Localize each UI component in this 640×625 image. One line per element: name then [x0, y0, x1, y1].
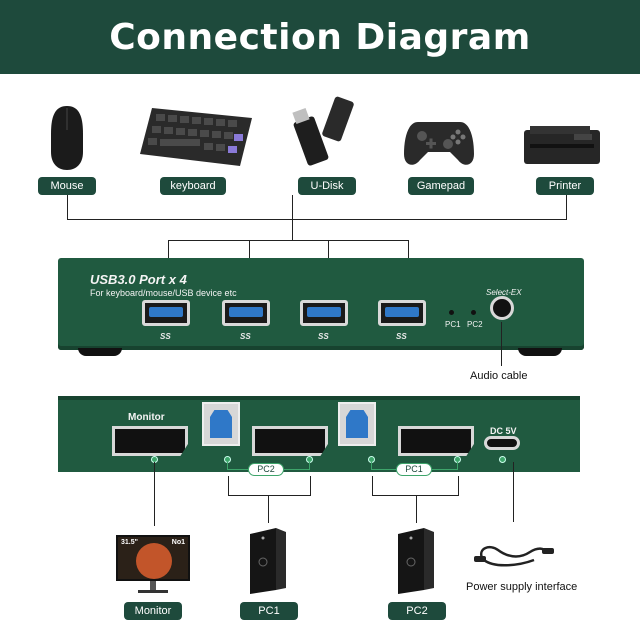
monitor-icon: 31.5" No1 [116, 535, 190, 595]
gamepad-icon [404, 122, 474, 165]
led-pc1 [449, 310, 454, 315]
usb-c-cable-icon [474, 546, 554, 567]
monitor-screen-size: 31.5" [121, 539, 138, 546]
wire [458, 476, 459, 496]
pc1-group-label: PC1 [396, 463, 432, 476]
superspeed-mark: SS [160, 332, 171, 341]
select-label: Select-EX [486, 288, 522, 297]
wire [268, 495, 269, 523]
bracket [309, 462, 310, 470]
pc2-group-label: PC2 [248, 463, 284, 476]
usb-b-port-pc2 [202, 402, 240, 446]
device-label-pc1: PC1 [240, 602, 298, 620]
superspeed-mark: SS [240, 332, 251, 341]
wire [67, 219, 567, 220]
wire [154, 462, 155, 526]
device-label-pc2: PC2 [388, 602, 446, 620]
page-title: Connection Diagram [109, 16, 531, 58]
wire [228, 495, 311, 496]
peripheral-label-u-disk: U-Disk [298, 177, 356, 195]
monitor-port-label: Monitor [128, 412, 165, 423]
pc-tower-icon [398, 528, 434, 594]
audio-cable-label: Audio cable [470, 370, 528, 382]
dc-label: DC 5V [490, 426, 517, 436]
superspeed-mark: SS [318, 332, 329, 341]
bracket [227, 462, 228, 470]
wire [513, 462, 514, 522]
led-label-pc2: PC2 [467, 320, 483, 329]
wire [228, 476, 229, 496]
superspeed-mark: SS [396, 332, 407, 341]
monitor-screen-badge: No1 [171, 539, 185, 546]
wire [416, 495, 417, 523]
usb-a-port [300, 300, 348, 326]
panel-foot [78, 348, 122, 356]
wire [168, 240, 409, 241]
usb-c-power-port [484, 436, 520, 450]
usb-a-port [222, 300, 270, 326]
power-supply-label: Power supply interface [466, 581, 578, 593]
wire [67, 195, 68, 220]
peripheral-label-gamepad: Gamepad [408, 177, 474, 195]
bracket [457, 462, 458, 470]
wire [501, 322, 502, 366]
pc-tower-icon [250, 528, 286, 594]
front-panel-title: USB3.0 Port x 4 [90, 272, 187, 287]
select-button[interactable] [490, 296, 514, 320]
bracket [371, 462, 372, 470]
panel-foot [518, 348, 562, 356]
mouse-icon [51, 106, 83, 170]
wire [566, 195, 567, 220]
peripheral-label-keyboard: keyboard [160, 177, 226, 195]
wire [292, 195, 293, 241]
led-label-pc1: PC1 [445, 320, 461, 329]
led-pc2 [471, 310, 476, 315]
wire [310, 476, 311, 496]
usb-b-port-pc1 [338, 402, 376, 446]
displayport-monitor [112, 426, 188, 456]
usb-drive-icon [292, 96, 354, 166]
displayport-pc1 [398, 426, 474, 456]
header-banner: Connection Diagram [0, 0, 640, 74]
usb-a-port [378, 300, 426, 326]
peripheral-label-mouse: Mouse [38, 177, 96, 195]
keyboard-icon [140, 108, 252, 166]
displayport-pc2 [252, 426, 328, 456]
printer-icon [524, 126, 600, 164]
wire [372, 495, 459, 496]
port-dot [499, 456, 506, 463]
peripheral-label-printer: Printer [536, 177, 594, 195]
wire [372, 476, 373, 496]
front-panel-subtitle: For keyboard/mouse/USB device etc [90, 288, 237, 298]
usb-a-port [142, 300, 190, 326]
device-label-monitor: Monitor [124, 602, 182, 620]
